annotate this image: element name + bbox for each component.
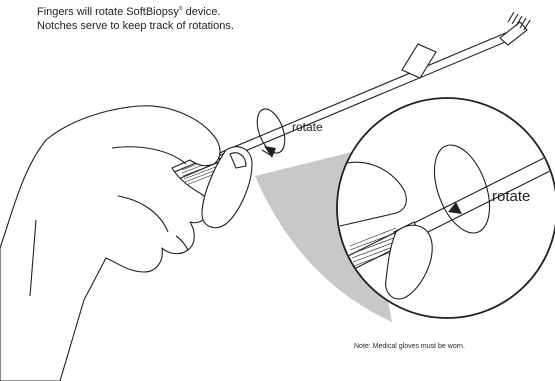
rotate-label-zoom: rotate [492, 188, 530, 205]
gloves-note: Note: Medical gloves must be worn. [354, 343, 465, 350]
rotate-label-main: rotate [292, 120, 323, 134]
hand [0, 106, 252, 381]
